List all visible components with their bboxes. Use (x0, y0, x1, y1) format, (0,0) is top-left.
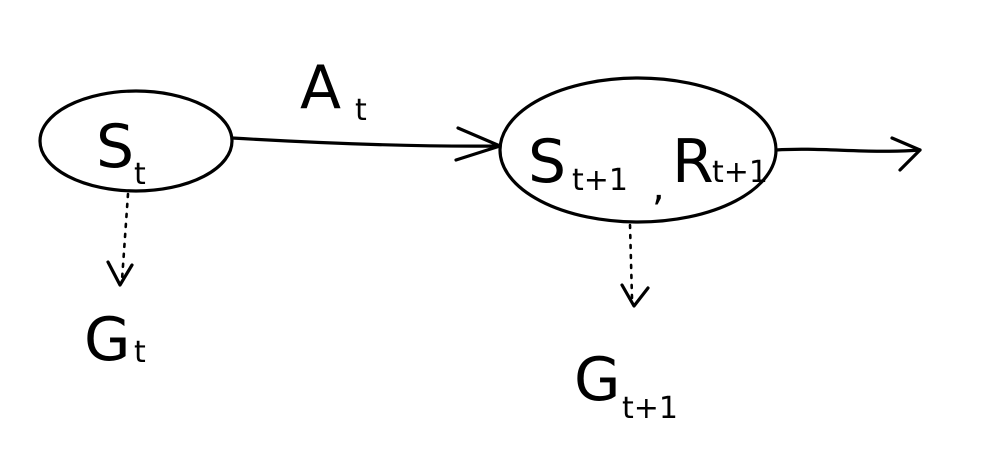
return-t-symbol: G (84, 305, 131, 375)
reward-next-subscript: t+1 (712, 155, 768, 190)
state-next-symbol: S (528, 127, 566, 197)
return-t-subscript: t (134, 335, 146, 370)
return-next-subscript: t+1 (622, 391, 678, 426)
state-t-subscript: t (134, 157, 146, 192)
state-next-subscript: t+1 (572, 163, 628, 198)
state-t-node (38, 89, 234, 193)
return-next-symbol: G (574, 345, 621, 415)
return-next-arrow-head (620, 283, 650, 308)
state-t-symbol: S (96, 112, 134, 182)
action-arrow-head (454, 126, 502, 162)
outgoing-arrow-head (890, 136, 922, 172)
action-subscript: t (355, 93, 367, 128)
return-t-dashed-line (120, 192, 130, 282)
action-symbol: A (300, 53, 341, 123)
outgoing-arrow-line (774, 147, 922, 153)
action-arrow-line (230, 136, 502, 148)
state-next-separator: , (652, 164, 665, 210)
return-next-dashed-line (628, 223, 634, 300)
reward-next-symbol: R (672, 127, 714, 197)
return-t-arrow-head (106, 260, 134, 287)
